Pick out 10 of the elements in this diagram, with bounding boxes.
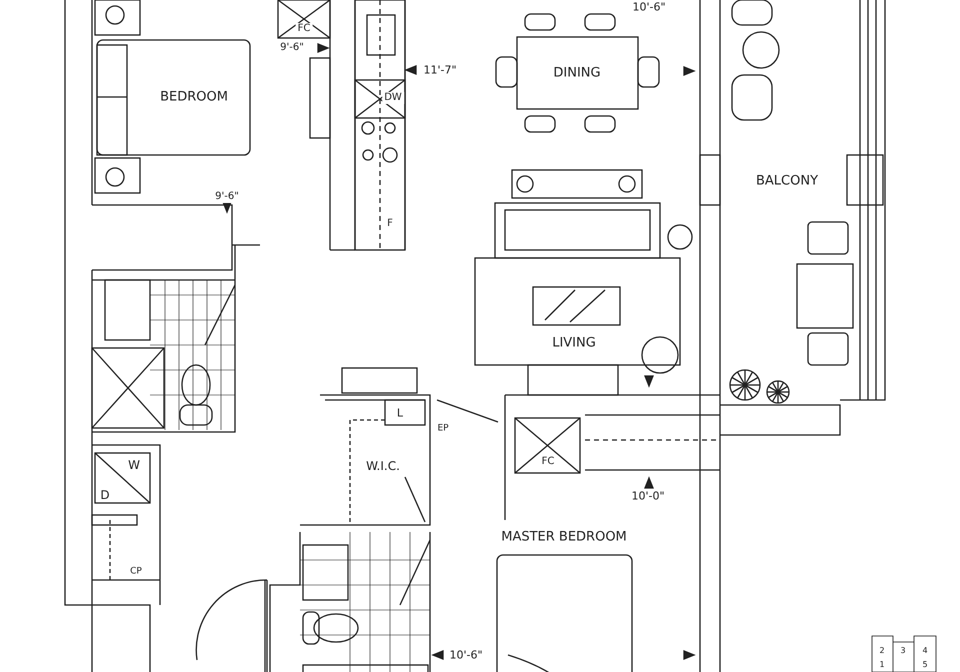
key-plan-number: 2 [877,646,887,656]
closet-label: L [394,406,406,420]
key-plan-number: 1 [877,660,887,670]
room-label: W.I.C. [364,459,402,473]
appliance-label: W [126,458,142,472]
key-plan-number: 5 [920,660,930,670]
appliance-label: DW [382,92,404,104]
key-plan-number: 4 [920,646,930,656]
key-plan-number: 3 [898,646,908,656]
dimension-label: 9'-6" [213,191,241,203]
